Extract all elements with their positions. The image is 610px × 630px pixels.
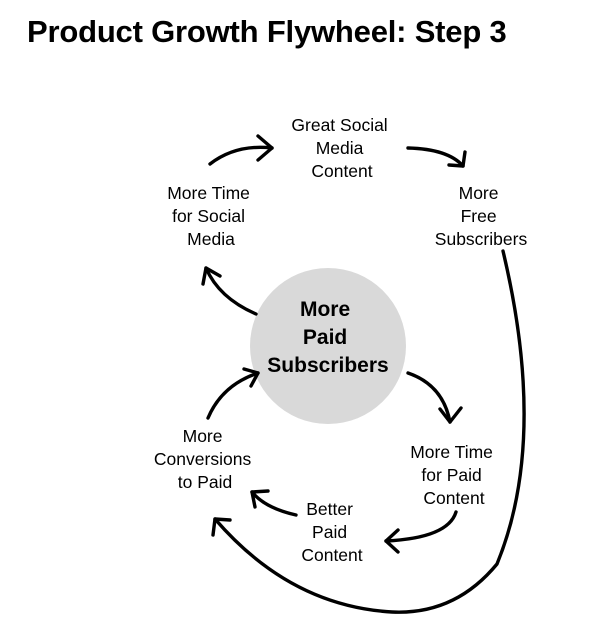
- node-more-free-subscribers: More Free Subscribers: [435, 183, 528, 249]
- center-label: More Paid Subscribers: [267, 298, 388, 377]
- arrow-paid-time-to-better-content: [384, 510, 458, 554]
- arrow-center-to-social-time: [201, 266, 258, 316]
- node-label-line: More: [459, 183, 499, 203]
- node-label-line: Content: [301, 545, 362, 565]
- node-label-line: Media: [187, 229, 235, 249]
- arrow-conversions-to-center: [206, 367, 260, 420]
- node-better-paid-content: Better Paid Content: [301, 499, 362, 565]
- node-more-conversions-to-paid: More Conversions to Paid: [154, 426, 256, 492]
- arrow-better-content-to-conversions: [250, 489, 298, 517]
- node-label-line: Great Social: [291, 115, 387, 135]
- node-label-line: More Time: [167, 183, 250, 203]
- node-label-line: for Social: [172, 206, 245, 226]
- node-great-social-media-content: Great Social Media Content: [291, 115, 392, 181]
- center-label-line: Paid: [303, 326, 347, 349]
- center-circle: [250, 268, 406, 424]
- node-label-line: to Paid: [178, 472, 232, 492]
- diagram-title: Product Growth Flywheel: Step 3: [27, 14, 507, 49]
- node-label-line: Conversions: [154, 449, 252, 469]
- node-label-line: Paid: [312, 522, 347, 542]
- arrow-content-to-free-subscribers: [406, 146, 467, 168]
- arrow-social-time-to-content: [208, 134, 274, 166]
- arrow-free-subscribers-to-conversions: [211, 249, 526, 614]
- node-label-line: Media: [316, 138, 364, 158]
- node-label-line: More: [183, 426, 223, 446]
- node-more-time-for-social-media: More Time for Social Media: [167, 183, 255, 249]
- node-label-line: Subscribers: [435, 229, 528, 249]
- arrow-center-to-paid-time: [406, 371, 463, 424]
- node-label-line: Content: [423, 488, 484, 508]
- node-label-line: Better: [306, 499, 353, 519]
- center-label-line: More: [300, 298, 350, 321]
- node-label-line: More Time: [410, 442, 493, 462]
- node-label-line: Content: [311, 161, 372, 181]
- center-label-line: Subscribers: [267, 354, 388, 377]
- node-label-line: for Paid: [421, 465, 481, 485]
- node-label-line: Free: [461, 206, 497, 226]
- node-more-time-for-paid-content: More Time for Paid Content: [410, 442, 498, 508]
